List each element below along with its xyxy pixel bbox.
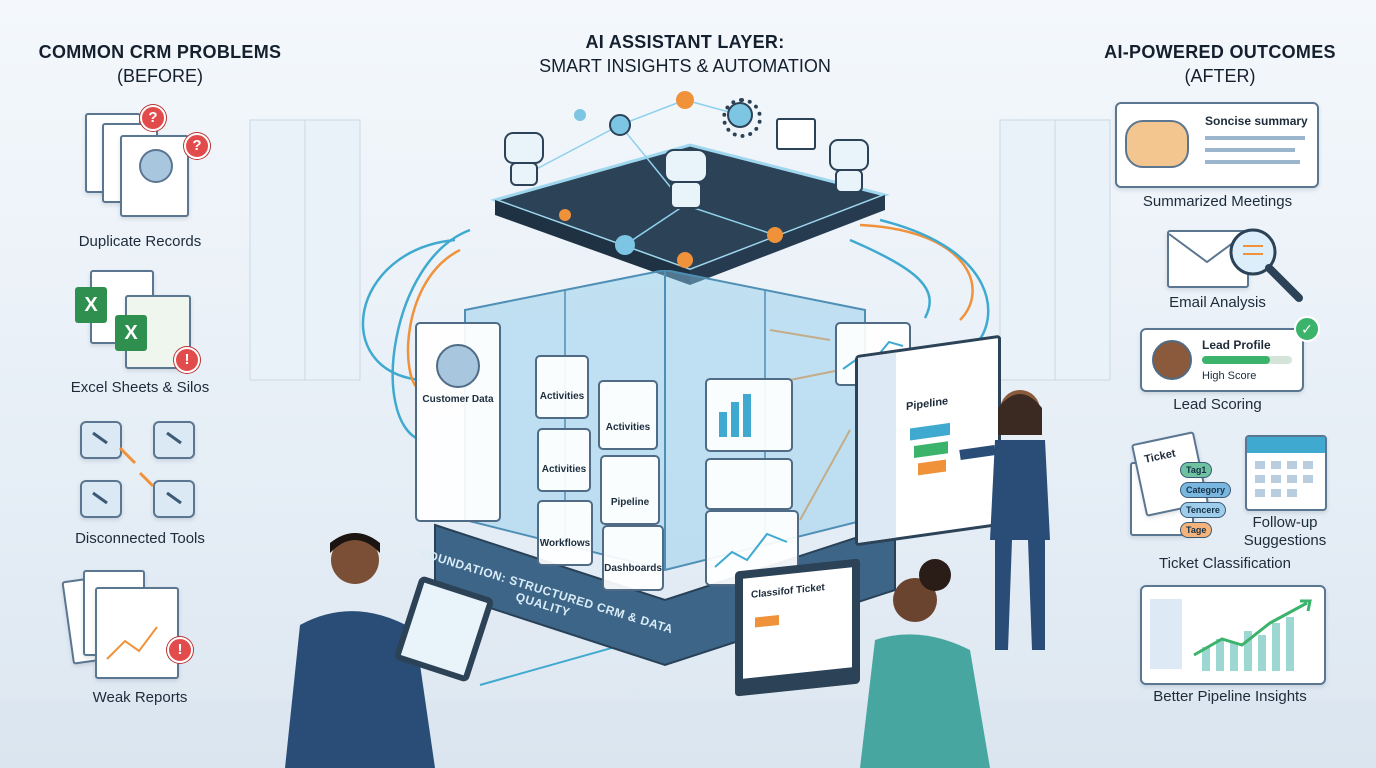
weak-report-icon: ! (61, 565, 200, 680)
question-badge: ? (140, 105, 166, 131)
before-section-title: COMMON CRM PROBLEMS (BEFORE) (20, 40, 300, 88)
activities-card: Activities (598, 380, 658, 450)
summarized-meetings-label: Summarized Meetings (1142, 193, 1293, 210)
tag-pill: Tag1 (1180, 462, 1213, 478)
tag-pill: Category (1180, 482, 1232, 498)
after-section-title: AI-POWERED OUTCOMES (AFTER) (1075, 40, 1365, 88)
envelope-magnifier-icon (1165, 222, 1310, 304)
activities-card: Activities (535, 355, 589, 419)
robot-icon (660, 145, 708, 211)
tag-pill: Tage (1180, 522, 1213, 538)
excel-letter: X (75, 287, 107, 323)
duplicate-documents-icon: ? ? (80, 105, 210, 217)
activities-card: Activities (537, 428, 591, 492)
check-icon: ✓ (1294, 316, 1320, 342)
before-title-line2: (BEFORE) (116, 66, 203, 86)
summary-card: Soncise summary (1115, 102, 1319, 188)
mini-dashboard-icon (776, 118, 816, 150)
center-section-title: AI ASSISTANT LAYER: SMART INSIGHTS & AUT… (480, 30, 890, 78)
whiteboard-label: Pipeline (906, 395, 949, 414)
weak-reports-label: Weak Reports (92, 689, 188, 706)
pie-chart-panel (705, 458, 793, 510)
broken-chain-icon (75, 418, 200, 523)
excel-sheets-label: Excel Sheets & Silos (70, 379, 210, 396)
handshake-icon (1125, 120, 1189, 168)
workflows-card: Workflows (537, 500, 593, 566)
lead-score-text: High Score (1202, 370, 1257, 382)
better-pipeline-insights-label: Better Pipeline Insights (1153, 688, 1307, 705)
lead-profile-card: Lead Profile High Score ✓ (1140, 316, 1320, 392)
robot-icon (500, 128, 544, 188)
excel-sheets-icon: X X ! (70, 265, 210, 373)
lead-profile-title: Lead Profile (1202, 338, 1271, 352)
follow-up-suggestions-label: Follow-up Suggestions (1243, 514, 1327, 549)
customer-data-label: Customer Data (422, 394, 494, 405)
lead-scoring-label: Lead Scoring (1173, 396, 1262, 413)
alert-badge: ! (174, 347, 200, 373)
summary-card-title: Soncise summary (1205, 114, 1308, 128)
question-badge: ? (184, 133, 210, 159)
email-analysis-label: Email Analysis (1169, 294, 1266, 311)
pipeline-card: Pipeline (600, 455, 660, 525)
center-title-line2: SMART INSIGHTS & AUTOMATION (539, 56, 831, 76)
user-avatar-icon (436, 344, 480, 388)
duplicate-records-label: Duplicate Records (78, 233, 202, 250)
robot-icon (825, 135, 869, 195)
after-title-line2: (AFTER) (1184, 66, 1256, 86)
center-title-line1: AI ASSISTANT LAYER: (585, 32, 785, 52)
after-title-line1: AI-POWERED OUTCOMES (1104, 42, 1336, 62)
support-agent-person (860, 559, 990, 768)
dashboards-card: Dashboards (602, 525, 664, 591)
pipeline-insights-card (1140, 585, 1326, 685)
ticket-stack-icon: Ticket Tag1 Category Tencere Tage (1128, 431, 1238, 542)
ticket-classification-label: Ticket Classification (1159, 555, 1291, 572)
before-title-line1: COMMON CRM PROBLEMS (38, 42, 282, 62)
calendar-icon (1245, 435, 1327, 511)
avatar (1152, 340, 1192, 380)
customer-data-panel: Customer Data (415, 322, 501, 522)
monitor-label: Classifof Ticket (751, 582, 825, 601)
bar-chart-panel (705, 378, 793, 452)
excel-letter: X (115, 315, 147, 351)
tag-pill: Tencere (1180, 502, 1226, 518)
alert-badge: ! (167, 637, 193, 663)
ticket-label: Ticket (1143, 447, 1177, 466)
presenter-person (959, 390, 1050, 650)
gear-icon (722, 98, 762, 138)
disconnected-tools-label: Disconnected Tools (75, 530, 205, 547)
